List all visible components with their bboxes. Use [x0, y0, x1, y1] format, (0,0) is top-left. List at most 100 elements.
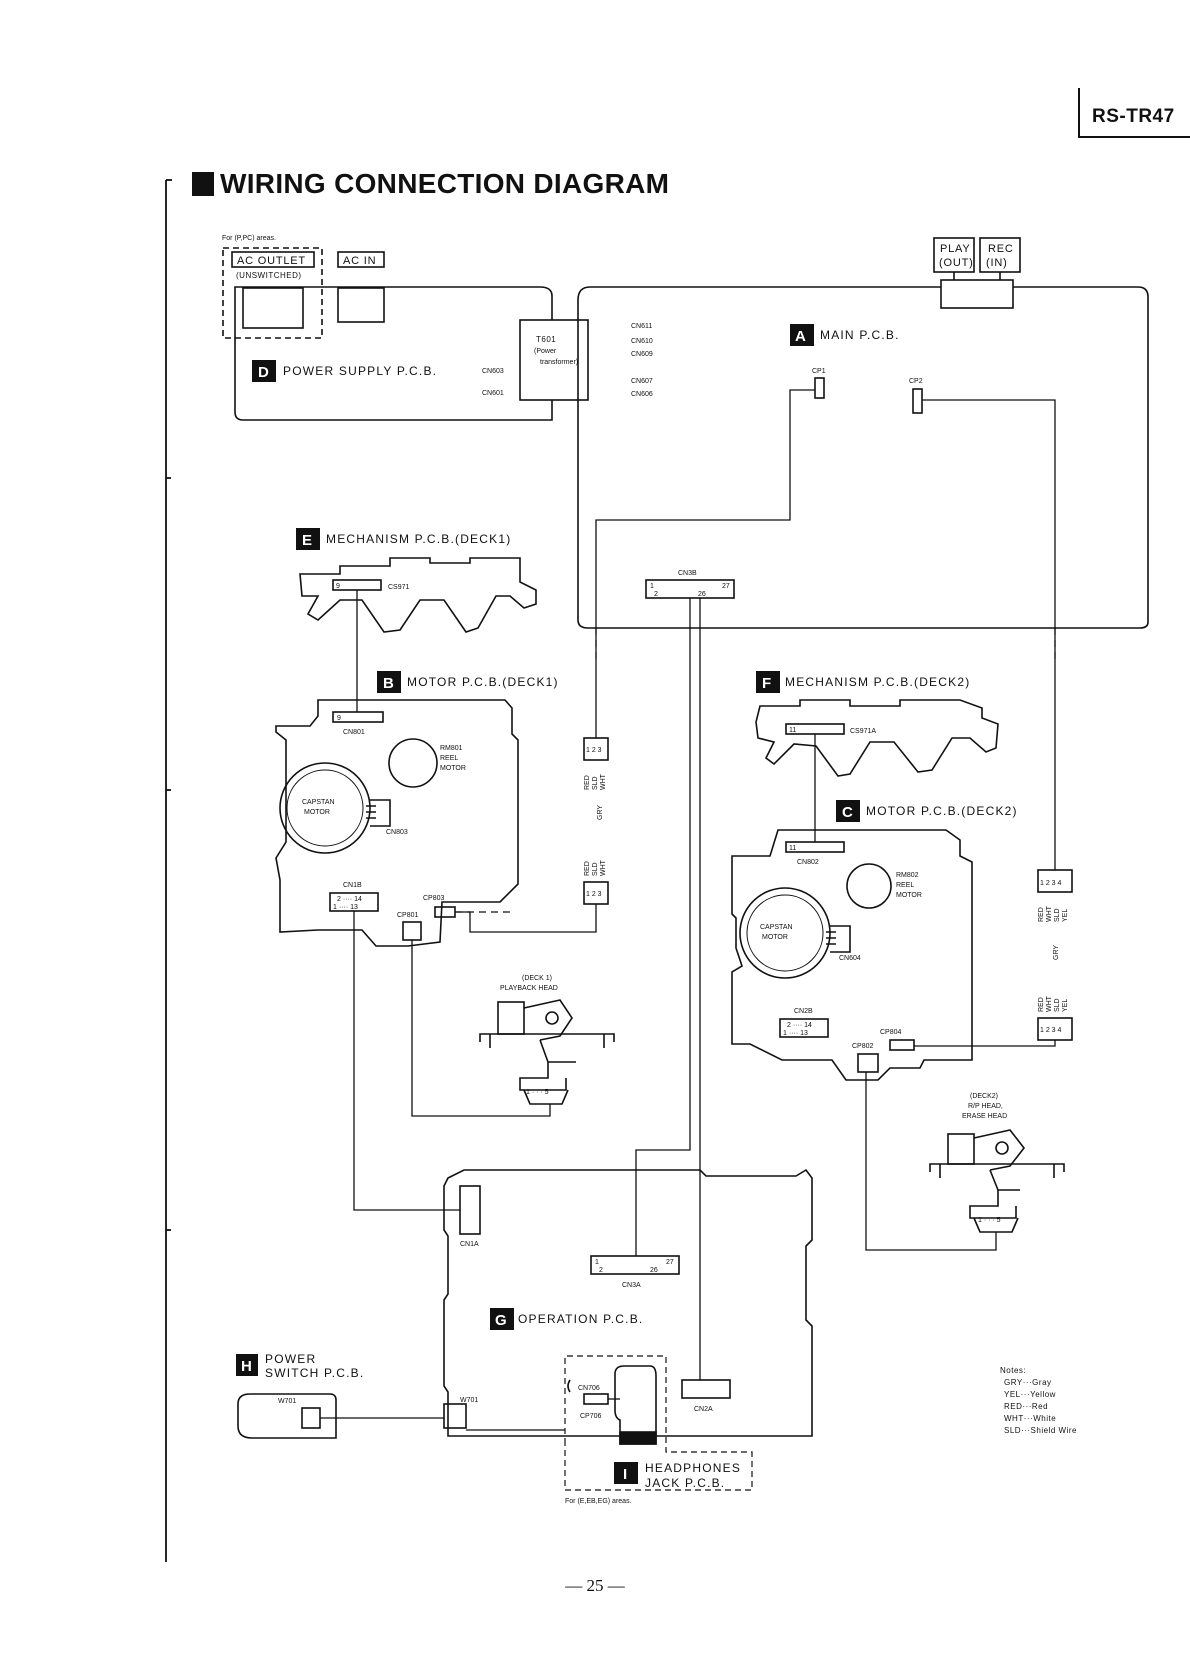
wire1-red-bottom: RED — [584, 861, 591, 876]
cn3b-p2: 2 — [654, 591, 658, 598]
cp706-label: CP706 — [580, 1413, 602, 1420]
cn604-connector — [826, 925, 851, 953]
cn2b-p2: 2 ···· 14 — [787, 1022, 812, 1029]
badge-h — [236, 1354, 258, 1376]
cn801-connector — [332, 711, 384, 723]
cn1a-connector — [459, 1185, 481, 1235]
cn611-label: CN611 — [631, 323, 652, 330]
cn801-label: CN801 — [343, 729, 365, 736]
dashed-wires — [455, 628, 1056, 913]
rm802-motor: MOTOR — [896, 892, 922, 899]
main-board-label: MAIN P.C.B. — [820, 328, 900, 342]
cp2-label: CP2 — [909, 378, 923, 385]
capstan-motor-deck2 — [739, 887, 831, 979]
w701-op-label: W701 — [460, 1397, 478, 1404]
wire1-wht-bottom: WHT — [600, 859, 607, 876]
note-red: RED···Red — [1004, 1402, 1048, 1411]
capstan1-motor: MOTOR — [304, 809, 330, 816]
badge-c — [836, 800, 860, 822]
ac-in-label-box — [337, 251, 385, 268]
title-square-icon — [192, 172, 214, 196]
cp801-connector — [402, 921, 422, 941]
wire1-wht-top: WHT — [600, 773, 607, 790]
badge-d — [252, 360, 276, 382]
wire1-sld-top: SLD — [592, 776, 599, 790]
page-number: — 25 — — [565, 1576, 625, 1595]
page-title: WIRING CONNECTION DIAGRAM — [192, 168, 669, 200]
badge-a — [790, 324, 814, 346]
operation-board — [443, 1168, 813, 1437]
play-label: PLAY — [940, 243, 971, 255]
cn603-label: CN603 — [482, 368, 504, 375]
bundle2-bottom-pins: 1 2 3 4 — [1040, 1027, 1062, 1034]
badge-f-letter: F — [762, 675, 771, 692]
cn801-pin: 9 — [337, 715, 341, 722]
badge-f — [756, 671, 780, 693]
headphones-jack — [567, 1365, 657, 1445]
cp804-label: CP804 — [880, 1029, 902, 1036]
deck2-head-label3: ERASE HEAD — [962, 1113, 1007, 1120]
wire1-red-top: RED — [584, 775, 591, 790]
note-sld: SLD···Shield Wire — [1004, 1426, 1077, 1435]
capstan1-label: CAPSTAN — [302, 799, 335, 806]
cs971-label: CS971 — [388, 584, 410, 591]
deck2-head-pins: 1 · · · 5 — [978, 1217, 1001, 1224]
cn802-pin: 11 — [789, 845, 796, 852]
cn802-label: CN802 — [797, 859, 819, 866]
note-wht: WHT···White — [1004, 1414, 1056, 1423]
cn1a-label: CN1A — [460, 1241, 479, 1248]
wire2-wht-top: WHT — [1046, 905, 1053, 922]
wire2-yel-top: YEL — [1062, 909, 1069, 922]
cp706-connector — [583, 1393, 609, 1405]
cs971-pin: 9 — [336, 583, 340, 590]
note-gry: GRY···Gray — [1004, 1378, 1052, 1387]
wire-bundle-deck1 — [583, 737, 609, 905]
cn3b-connector — [645, 579, 735, 599]
cn803-connector — [366, 799, 391, 827]
cp1-label: CP1 — [812, 368, 826, 375]
cn3a-p27: 27 — [666, 1259, 674, 1266]
badge-i — [614, 1462, 638, 1484]
cp803-connector — [434, 906, 456, 918]
cn3a-connector — [590, 1255, 680, 1275]
deck1-head-label2: PLAYBACK HEAD — [500, 985, 558, 992]
badge-b — [377, 671, 401, 693]
mechanism-deck1-board — [299, 557, 537, 633]
bundle1-top-pins: 1 2 3 — [586, 747, 602, 754]
capstan-motor-deck1 — [279, 762, 371, 854]
cn1b-p2: 2 ···· 14 — [337, 896, 362, 903]
reel-motor-rm802 — [846, 863, 892, 909]
cp801-label: CP801 — [397, 912, 419, 919]
rm801-motor: MOTOR — [440, 765, 466, 772]
power-supply-label: POWER SUPPLY P.C.B. — [283, 364, 437, 378]
cn3a-p2: 2 — [599, 1267, 603, 1274]
wire2-red-bottom: RED — [1038, 997, 1045, 1012]
cn2b-connector — [779, 1018, 829, 1038]
badge-h-letter: H — [241, 1358, 252, 1375]
badge-e-letter: E — [302, 532, 312, 549]
cn3a-label: CN3A — [622, 1282, 641, 1289]
wire2-sld-top: SLD — [1054, 908, 1061, 922]
rm801-reel: REEL — [440, 755, 458, 762]
rec-in-label: (IN) — [986, 257, 1008, 269]
cp802-label: CP802 — [852, 1043, 874, 1050]
headphones-area — [564, 1355, 753, 1491]
unswitched-label: (UNSWITCHED) — [236, 271, 302, 280]
mechanism-deck2-board — [755, 699, 999, 777]
headphones-label2: JACK P.C.B. — [645, 1476, 725, 1490]
motor-deck2-label: MOTOR P.C.B.(DECK2) — [866, 804, 1018, 818]
wire2-wht-bottom: WHT — [1046, 995, 1053, 1012]
badge-i-letter: I — [623, 1466, 627, 1483]
t601-sub1: (Power — [534, 348, 557, 355]
cp802-connector — [857, 1053, 879, 1073]
badge-a-letter: A — [795, 328, 806, 345]
cn610-label: CN610 — [631, 338, 653, 345]
main-board — [577, 237, 1149, 629]
reel-motor-rm801 — [388, 738, 438, 788]
wire2-yel-bottom: YEL — [1062, 999, 1069, 1012]
power-supply-board — [234, 286, 589, 421]
cn604-label: CN604 — [839, 955, 861, 962]
w701-op-connector — [443, 1403, 467, 1429]
capstan-motor-deck2-inner — [746, 894, 824, 972]
